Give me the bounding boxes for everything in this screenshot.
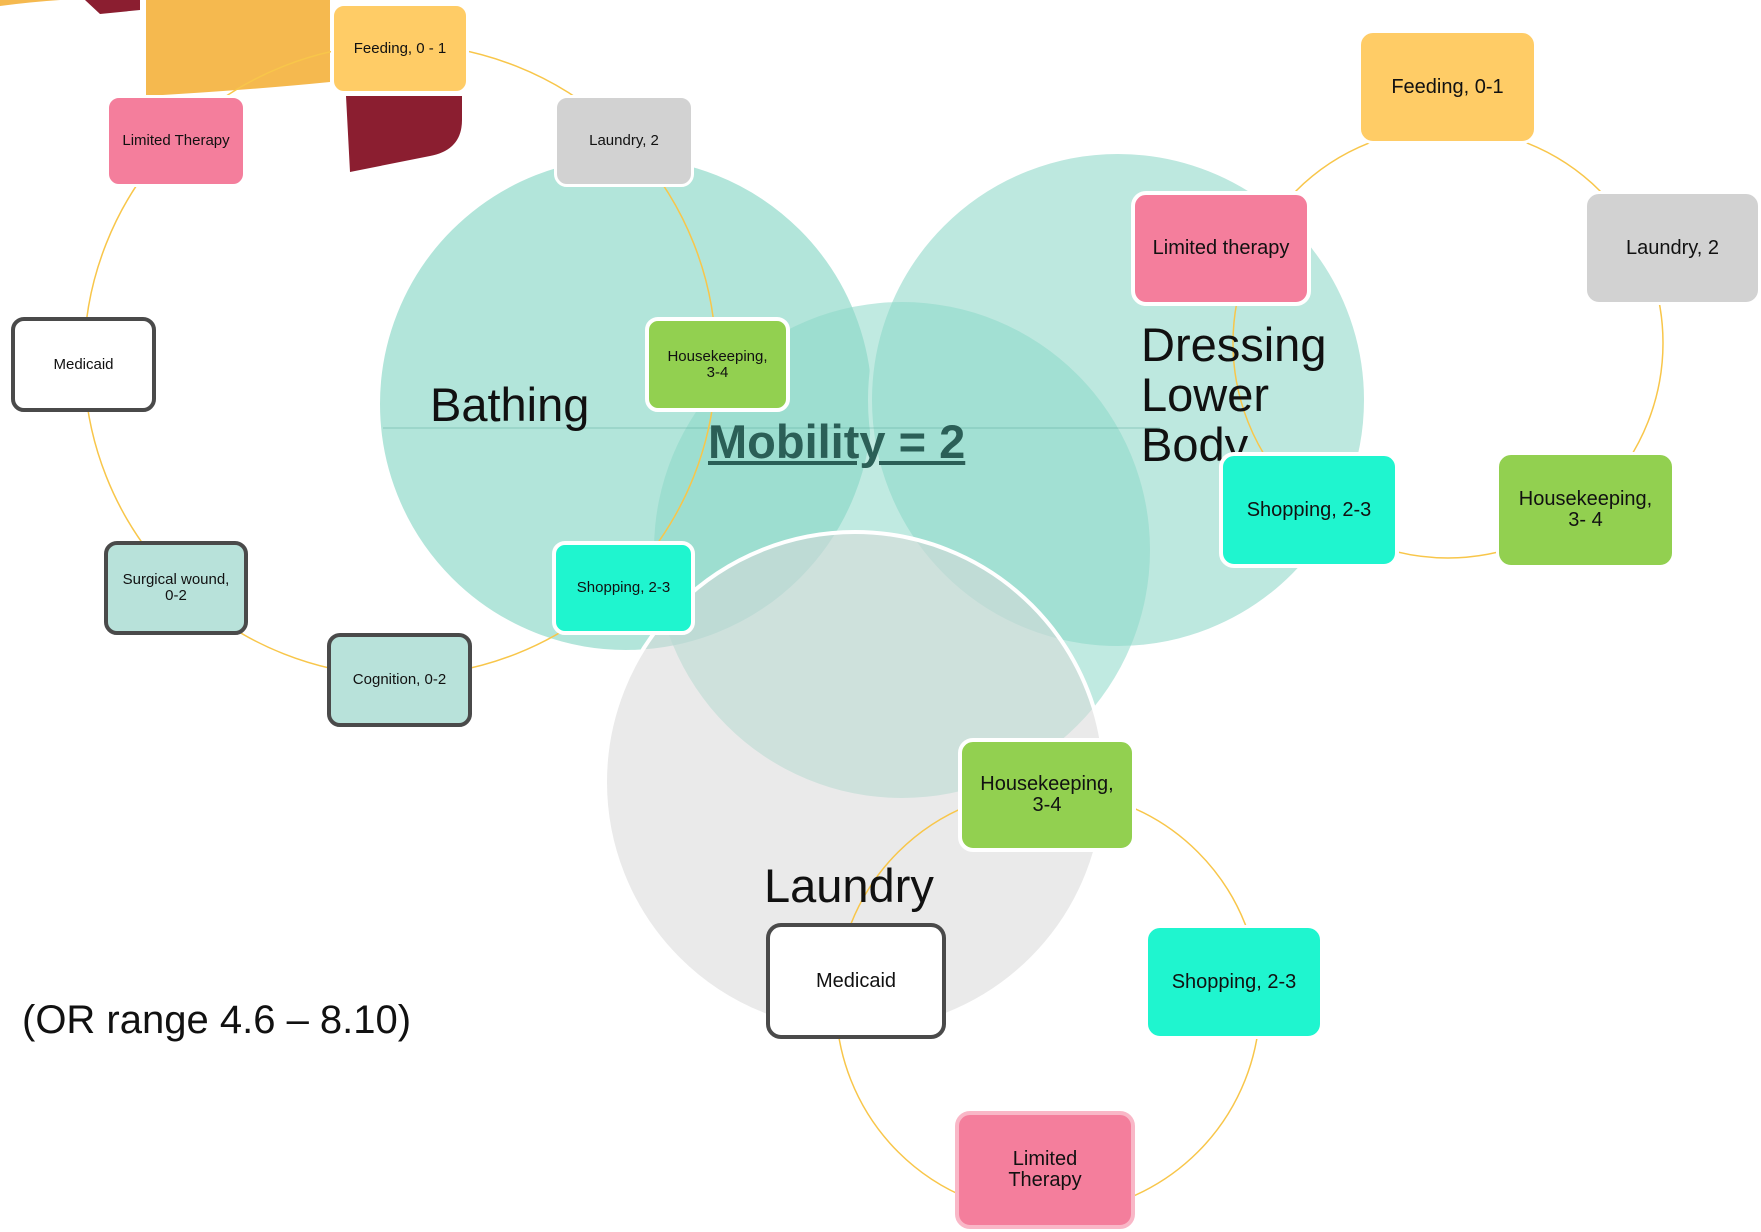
bathing-laundry-text: Laundry, 2 xyxy=(589,132,659,150)
logo-shape-dark xyxy=(346,96,462,172)
bathing-housekeeping-text-2: 3-4 xyxy=(706,363,729,381)
dressing-label-line-1: Dressing xyxy=(1141,318,1327,371)
dressing-label: Dressing Lower Body xyxy=(1141,320,1326,470)
bathing-surgical-wound-node: Surgical wound,0-2 xyxy=(104,541,248,635)
bathing-shopping-node: Shopping, 2-3 xyxy=(552,541,695,635)
laundry-medicaid-text: Medicaid xyxy=(815,969,897,992)
bathing-medicaid-text: Medicaid xyxy=(53,355,114,373)
dressing-housekeeping-text-2: 3- 4 xyxy=(1568,509,1603,531)
laundry-shopping-node: Shopping, 2-3 xyxy=(1145,925,1323,1039)
bathing-surgical-text-2: 0-2 xyxy=(165,587,187,604)
laundry-circle-label: Laundry xyxy=(764,859,934,912)
logo-shape-gold xyxy=(146,0,330,96)
dressing-housekeeping-node: Housekeeping,3- 4 xyxy=(1496,452,1675,568)
laundry-housekeeping-node: Housekeeping,3-4 xyxy=(958,738,1136,852)
bathing-feeding-node: Feeding, 0 - 1 xyxy=(331,3,469,94)
dressing-feeding-node: Feeding, 0-1 xyxy=(1358,30,1537,144)
dressing-shopping-text: Shopping, 2-3 xyxy=(1246,498,1372,521)
bathing-label: Bathing xyxy=(430,378,590,431)
laundry-housekeeping-text-2: 3-4 xyxy=(1032,794,1062,816)
dressing-feeding-text: Feeding, 0-1 xyxy=(1391,75,1504,98)
bathing-surgical-text-1: Surgical wound, xyxy=(122,571,230,589)
bathing-cognition-node: Cognition, 0-2 xyxy=(327,633,472,727)
dressing-label-line-2: Lower xyxy=(1141,368,1270,421)
dressing-laundry-node: Laundry, 2 xyxy=(1584,191,1761,305)
dressing-limited-therapy-text: Limited therapy xyxy=(1152,237,1290,259)
bathing-limited-therapy-node: Limited Therapy xyxy=(106,95,246,187)
corner-logo xyxy=(0,0,462,172)
laundry-limited-therapy-text-2: Therapy xyxy=(1008,1169,1082,1191)
bathing-housekeeping-node: Housekeeping,3-4 xyxy=(645,317,790,412)
laundry-limited-therapy-text-1: Limited xyxy=(1012,1148,1078,1170)
bathing-housekeeping-text-1: Housekeeping, xyxy=(667,347,768,365)
mobility-title: Mobility = 2 xyxy=(708,415,966,468)
logo-shape-gold-edge xyxy=(0,0,60,6)
bathing-feeding-text: Feeding, 0 - 1 xyxy=(353,39,447,57)
laundry-shopping-text: Shopping, 2-3 xyxy=(1171,970,1297,993)
logo-shape-dark-small xyxy=(85,0,140,14)
laundry-medicaid-node: Medicaid xyxy=(766,923,946,1039)
bathing-cognition-text: Cognition, 0-2 xyxy=(352,671,447,689)
bathing-medicaid-node: Medicaid xyxy=(11,317,156,412)
bathing-shopping-text: Shopping, 2-3 xyxy=(576,579,671,597)
dressing-laundry-text: Laundry, 2 xyxy=(1625,236,1720,259)
bathing-limited-therapy-text: Limited Therapy xyxy=(122,132,230,150)
bathing-laundry-node: Laundry, 2 xyxy=(554,95,694,187)
dressing-limited-therapy-node: Limited therapy xyxy=(1131,191,1311,306)
dressing-housekeeping-text-1: Housekeeping, xyxy=(1518,488,1653,510)
or-range-footnote: (OR range 4.6 – 8.10) xyxy=(22,998,412,1042)
laundry-housekeeping-text-1: Housekeeping, xyxy=(980,773,1114,795)
dressing-shopping-node: Shopping, 2-3 xyxy=(1219,452,1399,568)
